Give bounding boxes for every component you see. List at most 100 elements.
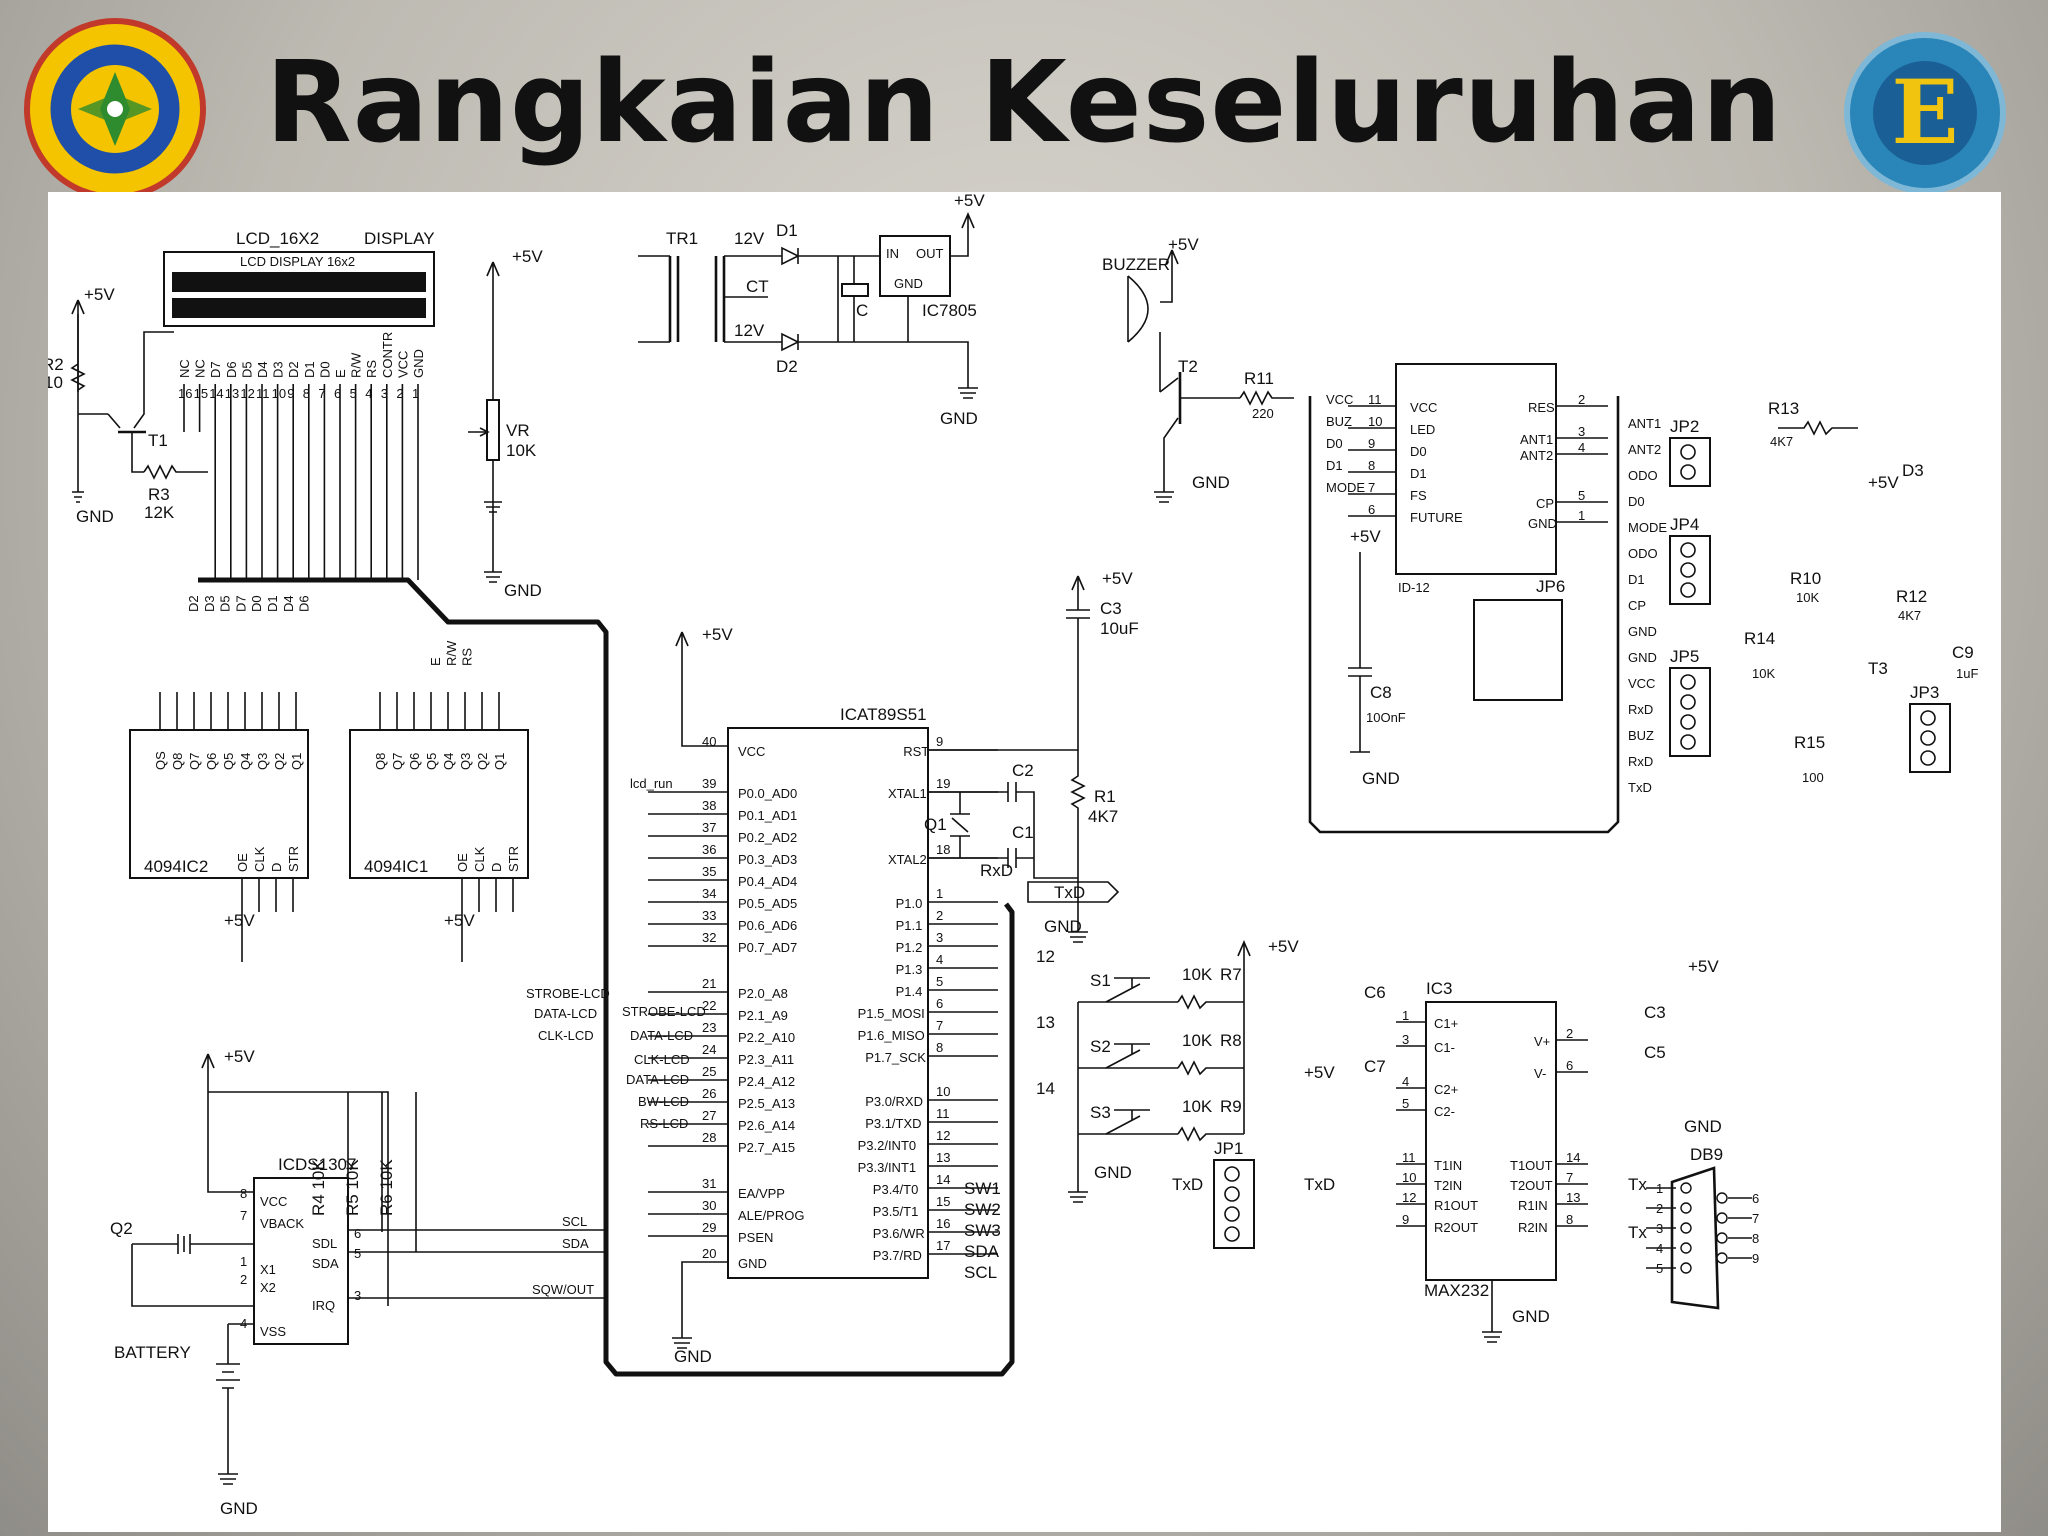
- bus-left-d6: D6: [297, 595, 312, 612]
- id12-left-num: 8: [1368, 458, 1375, 473]
- max-vcc-label: +5V: [1688, 957, 1719, 976]
- jp3-pin: [1920, 750, 1936, 766]
- q1-label: Q1: [924, 815, 947, 834]
- bus-left-d7: D7: [233, 595, 248, 612]
- mcu-right-num: 18: [936, 842, 950, 857]
- ic2-pin-q5: Q5: [221, 753, 236, 770]
- r5-label: R5 10K: [343, 1159, 362, 1216]
- mcu-right-num: 4: [936, 952, 943, 967]
- jumper-net: TxD: [1628, 780, 1652, 795]
- mcu-left-num: 24: [702, 1042, 716, 1057]
- id12-right-num: 2: [1578, 392, 1585, 407]
- hima-elektro-mark: E: [1891, 60, 1958, 164]
- switch-label: S1: [1090, 971, 1111, 990]
- c8-value: 10OnF: [1366, 710, 1406, 725]
- r3-label: R3: [148, 485, 170, 504]
- max-left-num: 3: [1402, 1032, 1409, 1047]
- lcd-pin-label: D7: [208, 361, 223, 378]
- lcd-pin-number: 4: [365, 386, 372, 401]
- switch-r-label: R8: [1220, 1031, 1242, 1050]
- net-rs-lcd: RS-LCD: [640, 1116, 688, 1131]
- jp4-pin: [1680, 542, 1696, 558]
- net-strobe-lcd-in: STROBE-LCD: [622, 1004, 706, 1019]
- max-left-num: 11: [1402, 1150, 1416, 1165]
- mcu-left-num: 30: [702, 1198, 716, 1213]
- ic2-pin-q1: Q1: [289, 753, 304, 770]
- max232-name: MAX232: [1424, 1281, 1489, 1300]
- id12-right-pin: CP: [1536, 496, 1554, 511]
- tr1-label: TR1: [666, 229, 698, 248]
- lcd-pin-number: 8: [303, 386, 310, 401]
- max232-body: [1425, 1001, 1557, 1281]
- circuit-schematic: LCD_16X2 DISPLAY LCD DISPLAY 16x2 NC16NC…: [48, 192, 1978, 1518]
- gnd-label-max: GND: [1512, 1307, 1550, 1326]
- bus-left-d3: D3: [202, 595, 217, 612]
- gnd-label-c8: GND: [1362, 769, 1400, 788]
- id12-left-pin: FUTURE: [1410, 510, 1463, 525]
- mcu-left-pin: P2.3_A11: [738, 1052, 794, 1067]
- mcu-pins: VCC40P0.0_AD039P0.1_AD138P0.2_AD237P0.3_…: [648, 734, 1001, 1282]
- max-left-num: 10: [1402, 1170, 1416, 1185]
- v12a-label: 12V: [734, 229, 765, 248]
- mcu-left-pin: P2.4_A12: [738, 1074, 795, 1089]
- jp5-label: JP5: [1670, 647, 1699, 666]
- mcu-left-num: 36: [702, 842, 716, 857]
- mcu-left-pin: P0.0_AD0: [738, 786, 797, 801]
- lcd-pin-number: 5: [350, 386, 357, 401]
- mcu-left-num: 29: [702, 1220, 716, 1235]
- switch-r-value: 10K: [1182, 1031, 1213, 1050]
- id12-left-pin: D0: [1410, 444, 1427, 459]
- mcu-left-pin: VCC: [738, 744, 765, 759]
- switch-gnd-label: GND: [1094, 1163, 1132, 1182]
- mcu-left-num: 33: [702, 908, 716, 923]
- jumper-net: ANT2: [1628, 442, 1661, 457]
- regulator-body: [879, 235, 951, 297]
- ic2-pin-q2: Q2: [272, 753, 287, 770]
- ic1-pin-q8: Q8: [373, 753, 388, 770]
- id12-right-pin: RES: [1528, 400, 1555, 415]
- lcd-pin-label: D3: [271, 361, 286, 378]
- r15-label: R15: [1794, 733, 1825, 752]
- gnd-label-rtc: GND: [220, 1499, 258, 1518]
- ic3-label: IC3: [1426, 979, 1452, 998]
- reg-name: IC7805: [922, 301, 977, 320]
- mcu-right-num: 15: [936, 1194, 950, 1209]
- max232-pins: C1+1C1-3C2+4C2-5T1IN11T2IN10R1OUT12R2OUT…: [1172, 957, 1722, 1242]
- oscillator-reset: C3 10uF +5V R1 4K7 GND C2 C1 Q1 RxD TxD: [924, 569, 1139, 943]
- mcu-left-pin: P0.2_AD2: [738, 830, 797, 845]
- mcu-left-pin: PSEN: [738, 1230, 773, 1245]
- net-data-lcd-in: DATA-LCD: [630, 1028, 693, 1043]
- r14-label: R14: [1744, 629, 1775, 648]
- jumper-net: RxD: [1628, 702, 1653, 717]
- db9-pin-hole: [1680, 1222, 1692, 1234]
- ic1-bottom-clk: CLK: [472, 846, 487, 872]
- rtc-left-num: 8: [240, 1186, 247, 1201]
- jp6-body: [1473, 599, 1563, 701]
- max-left-pin: T2IN: [1434, 1178, 1462, 1193]
- db9-pin-hole: [1716, 1192, 1728, 1204]
- switch-label: S2: [1090, 1037, 1111, 1056]
- ic1-pin-q7: Q7: [390, 753, 405, 770]
- mcu-left-pin: GND: [738, 1256, 767, 1271]
- id12-left-pin: LED: [1410, 422, 1435, 437]
- mcu-left-num: 39: [702, 776, 716, 791]
- reg-gnd: GND: [894, 276, 923, 291]
- mcu-net-labels: lcd_run STROBE-LCD DATA-LCD CLK-LCD DATA…: [526, 776, 706, 1131]
- lcd-pin-label: NC: [193, 359, 208, 378]
- db9-pin-hole: [1716, 1252, 1728, 1264]
- jumpers: JP2JP4JP5JP3JP1JP6ANT1ANT2ODOD0MODEODOD1…: [1213, 399, 1978, 1249]
- id12-right-num: 5: [1578, 488, 1585, 503]
- mcu-left-num: 37: [702, 820, 716, 835]
- c6-label: C6: [1364, 983, 1386, 1002]
- ic2-name: 4094IC2: [144, 857, 208, 876]
- c2-label: C2: [1012, 761, 1034, 780]
- q2-label: Q2: [110, 1219, 133, 1238]
- mcu-name: ICAT89S51: [840, 705, 927, 724]
- r1-label: R1: [1094, 787, 1116, 806]
- lcd-pin-number: 15: [194, 386, 208, 401]
- switch-vcc-rail: [1237, 939, 1251, 1134]
- jumper-net: ODO: [1628, 468, 1658, 483]
- slide-title: Rangkaian Keseluruhan: [265, 38, 1783, 168]
